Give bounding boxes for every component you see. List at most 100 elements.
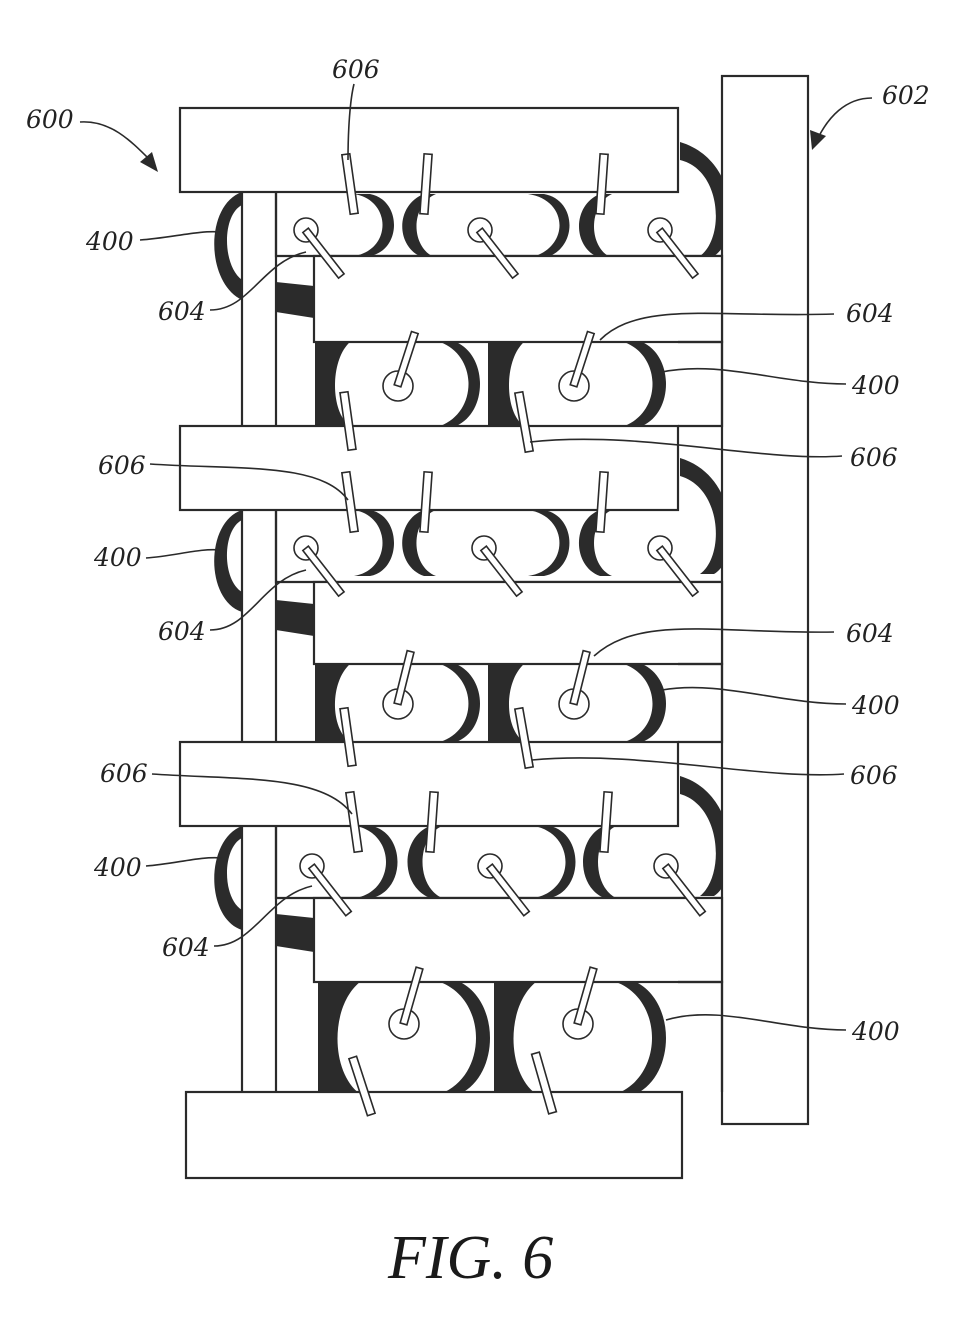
pin-t1-3 [655,227,700,280]
coil-tier2-e [680,458,731,574]
pin-t3-3 [661,863,707,917]
leader-layer [79,83,873,1031]
coil-tier2-d [579,510,612,576]
pin-604-t2-1 [301,545,346,598]
pin-t1-2 [475,227,520,280]
leader-606-r1 [529,438,843,458]
coil-tier2-g [440,664,480,742]
coil-tier3-g [440,982,490,1094]
label-400-r3: 400 [851,1017,900,1046]
clip-606-t1-1 [340,152,360,216]
left-spine [240,186,278,1098]
leader-606-l3 [151,773,353,815]
clip-t2-3 [595,470,609,534]
label-606-l3: 606 [100,759,148,788]
leader-604-r1 [599,312,835,341]
leader-400-l1 [139,230,221,241]
clip-606-t2-5 [513,706,535,770]
coil-bridge-1 [276,282,314,318]
coil-tier1-b [402,194,436,258]
label-604-l2: 604 [158,617,206,646]
leader-400-r1 [661,367,847,385]
coil-tier3-e [680,776,731,896]
coil-bridge-3 [276,914,314,952]
coil-left-2 [214,510,242,612]
coil-tier1-h [488,342,524,426]
pin-t3-2 [485,863,531,917]
pin-t2-4 [393,649,415,706]
clip-layer [339,152,613,1117]
pin-604-t1-1 [301,227,346,280]
label-400-l3: 400 [93,853,142,882]
coil-tier3-h [494,982,536,1094]
coil-layer [214,142,731,1094]
label-604-l1: 604 [158,297,206,326]
coil-left-3 [214,826,242,930]
leader-606-r2 [531,757,845,776]
leader-400-l2 [145,548,221,559]
carrier-bar-1 [312,254,724,344]
coil-tier2-b [402,510,436,576]
leader-400-r2 [661,686,847,705]
label-604-l3: 604 [162,933,210,962]
clip-t1-4 [339,390,357,452]
leader-400-l3 [145,856,223,867]
leader-604-r2 [593,628,835,657]
coil-tier2-h [488,664,524,742]
pin-t2-3 [655,545,700,598]
coil-tier2-f [315,664,350,742]
pin-604-t3-1 [307,863,353,917]
leader-604-l3 [213,885,313,947]
carrier-lower-1 [678,340,724,428]
coil-left-1 [214,192,242,300]
leader-604-l2 [209,569,307,631]
figure-caption: FIG. 6 [387,1224,553,1292]
coil-tier1-d [579,194,612,258]
coil-tier1-c [528,194,570,258]
carrier-lower-3 [678,980,724,1092]
leader-602 [817,97,873,139]
clip-t2-2 [419,470,433,534]
coil-tier1-f [315,342,350,426]
coil-tier3-c [534,826,576,898]
frame-layer [178,74,810,1180]
pin-604-t1-5 [569,330,596,388]
rail-602 [720,74,810,1126]
pin-t3-5 [573,966,598,1026]
coil-tier3-f [318,982,360,1094]
clip-t3-4 [347,1055,377,1117]
clip-t3-3 [599,790,613,854]
label-606-r2: 606 [850,761,898,790]
clip-t2-4 [339,706,357,768]
label-400-r1: 400 [851,371,900,400]
clip-606-t1-5 [513,390,535,454]
label-400-r2: 400 [851,691,900,720]
clip-t1-3 [595,152,609,216]
coil-bridge-2 [276,600,314,636]
label-604-r2: 604 [846,619,894,648]
coil-tier1-a [354,194,394,256]
arrow-602 [810,130,826,150]
pin-t2-2 [479,545,524,598]
label-400-l1: 400 [85,227,134,256]
clip-t3-5 [530,1051,558,1115]
label-604-r1: 604 [846,299,894,328]
clip-t1-2 [419,152,433,216]
pin-t1-4 [393,330,420,388]
label-602: 602 [882,81,930,110]
coil-tier2-a [354,510,394,576]
coil-tier1-i [624,342,666,426]
clip-606-t3-1 [344,790,364,854]
coil-tier3-i [616,982,666,1094]
arrow-600 [140,152,158,172]
leader-606-l2 [149,463,349,501]
label-600: 600 [26,105,74,134]
coil-tier1-g [440,342,480,426]
coil-tier3-d [583,826,616,898]
clip-606-t2-1 [340,470,360,534]
clip-t3-2 [425,790,439,854]
coil-tier2-i [624,664,666,742]
leader-604-l1 [209,251,307,311]
coil-tier1-e [680,142,731,256]
